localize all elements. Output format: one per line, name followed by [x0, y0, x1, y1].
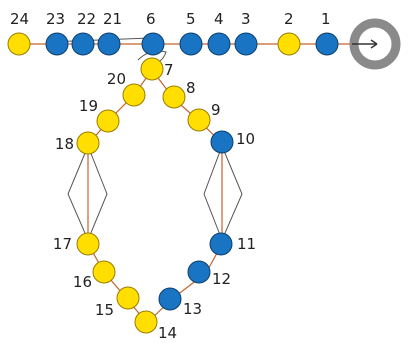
bead-11-blue — [209, 232, 233, 256]
bead-number-12: 12 — [212, 270, 231, 288]
bead-number-1: 1 — [321, 10, 331, 28]
bead-5-blue — [179, 32, 203, 56]
bead-number-22: 22 — [77, 10, 96, 28]
bead-number-10: 10 — [236, 130, 255, 148]
bead-19-yellow — [96, 109, 120, 133]
bead-12-blue — [187, 260, 211, 284]
bead-number-6: 6 — [146, 10, 156, 28]
bead-17-yellow — [76, 232, 100, 256]
bead-10-blue — [210, 130, 234, 154]
bead-16-yellow — [92, 260, 116, 284]
bead-20-yellow — [122, 83, 146, 107]
bead-7-yellow — [140, 57, 164, 81]
bead-23-blue — [45, 32, 69, 56]
bead-24-yellow — [7, 32, 31, 56]
bead-2-yellow — [277, 32, 301, 56]
bead-number-18: 18 — [55, 135, 74, 153]
bead-9-yellow — [187, 108, 211, 132]
bead-number-23: 23 — [46, 10, 65, 28]
bead-6-blue — [141, 32, 165, 56]
bead-number-15: 15 — [95, 301, 114, 319]
bead-21-blue — [97, 32, 121, 56]
bead-15-yellow — [116, 286, 140, 310]
bead-number-20: 20 — [107, 70, 126, 88]
bead-number-17: 17 — [53, 235, 72, 253]
clasp-ring — [349, 18, 401, 70]
bead-number-4: 4 — [214, 10, 224, 28]
bead-layer — [7, 32, 339, 334]
bead-3-blue — [234, 32, 258, 56]
bead-14-yellow — [134, 310, 158, 334]
guide-lines — [67, 144, 243, 242]
bead-number-2: 2 — [284, 10, 294, 28]
bead-13-blue — [158, 287, 182, 311]
right-diamond-guide — [203, 144, 243, 242]
bead-number-11: 11 — [237, 235, 256, 253]
bead-number-5: 5 — [186, 10, 196, 28]
bead-4-blue — [207, 32, 231, 56]
bead-number-19: 19 — [79, 97, 98, 115]
bead-18-yellow — [76, 131, 100, 155]
bead-number-3: 3 — [241, 10, 251, 28]
bead-number-16: 16 — [73, 273, 92, 291]
bead-number-7: 7 — [164, 61, 174, 79]
bead-number-14: 14 — [158, 324, 177, 342]
bead-1-blue — [315, 32, 339, 56]
bead-number-8: 8 — [186, 79, 196, 97]
bead-number-24: 24 — [10, 10, 29, 28]
bead-number-9: 9 — [211, 101, 221, 119]
bead-8-yellow — [162, 85, 186, 109]
bead-22-blue — [71, 32, 95, 56]
bead-number-21: 21 — [103, 10, 122, 28]
bead-number-13: 13 — [183, 300, 202, 318]
needle-arrow-icon — [352, 39, 378, 49]
